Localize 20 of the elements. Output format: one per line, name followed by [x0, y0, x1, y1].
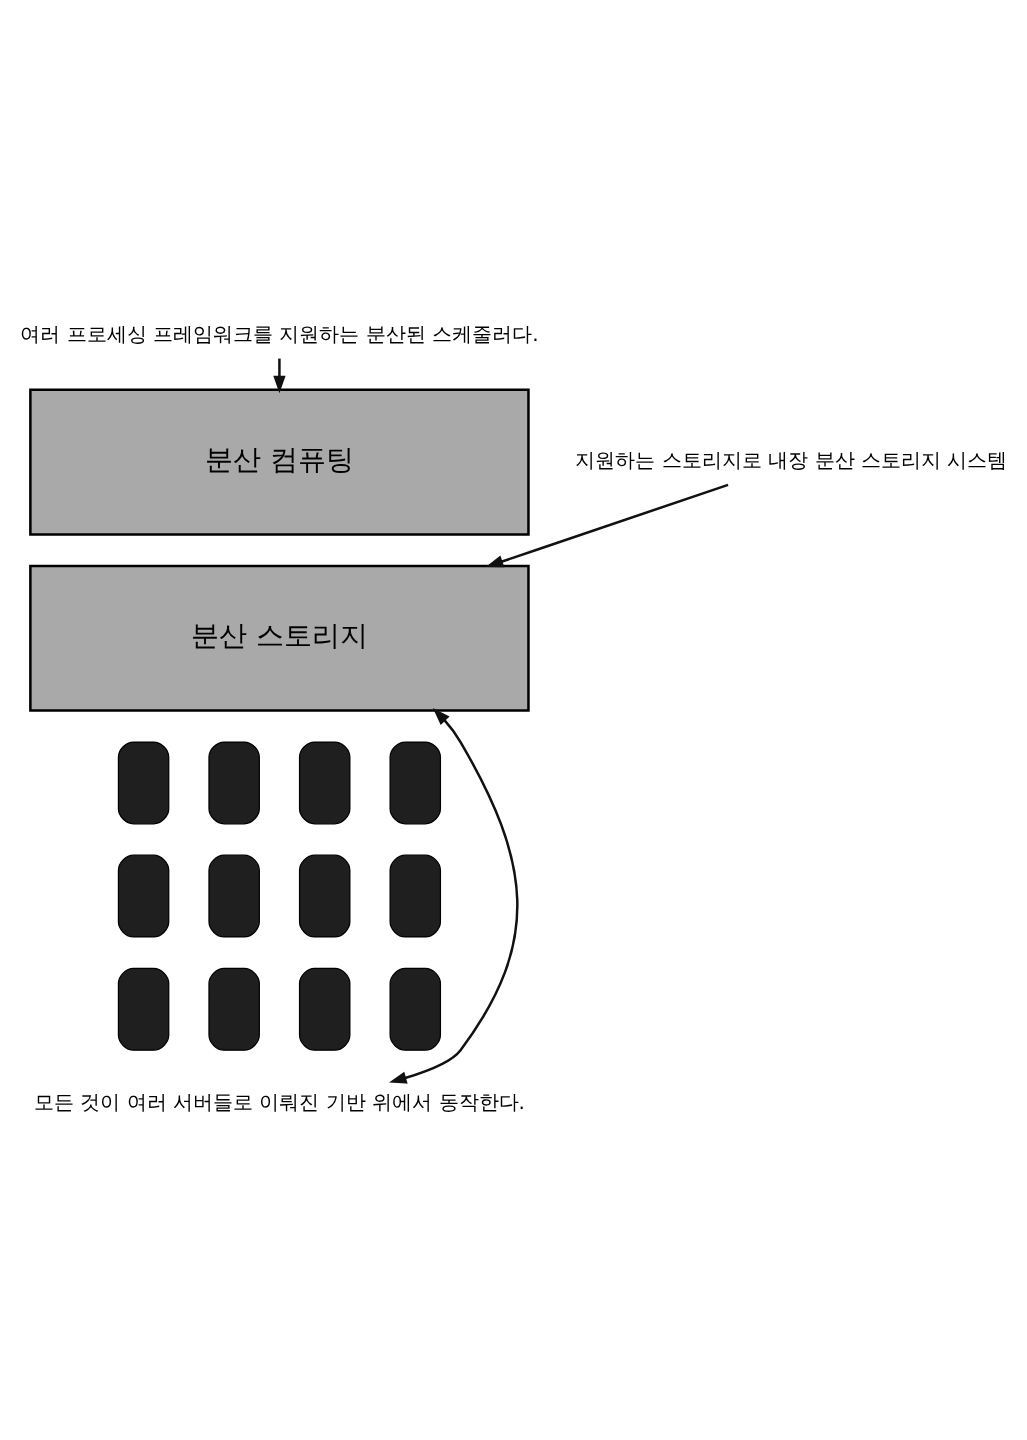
node-box: 분산 컴퓨팅	[28, 388, 530, 536]
node-server	[298, 741, 350, 825]
node-server	[207, 967, 260, 1051]
node-server	[389, 967, 441, 1051]
node-text: 모든 것이 여러 서버들로 이뤄진 기반 위에서 동작한다.	[33, 1090, 525, 1115]
arrow	[388, 708, 518, 1084]
node-server	[117, 741, 169, 825]
arrow	[485, 483, 728, 568]
node-text: 여러 프로세싱 프레임워크를 지원하는 분산된 스케줄러다.	[19, 321, 539, 346]
node-server	[298, 854, 350, 938]
node-box: 분산 스토리지	[28, 564, 530, 712]
node-text: 지원하는 스토리지로 내장 분산 스토리지 시스템	[574, 447, 1007, 472]
arrow	[272, 358, 286, 394]
node-server	[207, 741, 260, 825]
node-server	[117, 967, 169, 1051]
node-server	[389, 741, 441, 825]
node-server	[207, 854, 260, 938]
node-server	[298, 967, 350, 1051]
node-server	[117, 854, 169, 938]
node-server	[389, 854, 441, 938]
